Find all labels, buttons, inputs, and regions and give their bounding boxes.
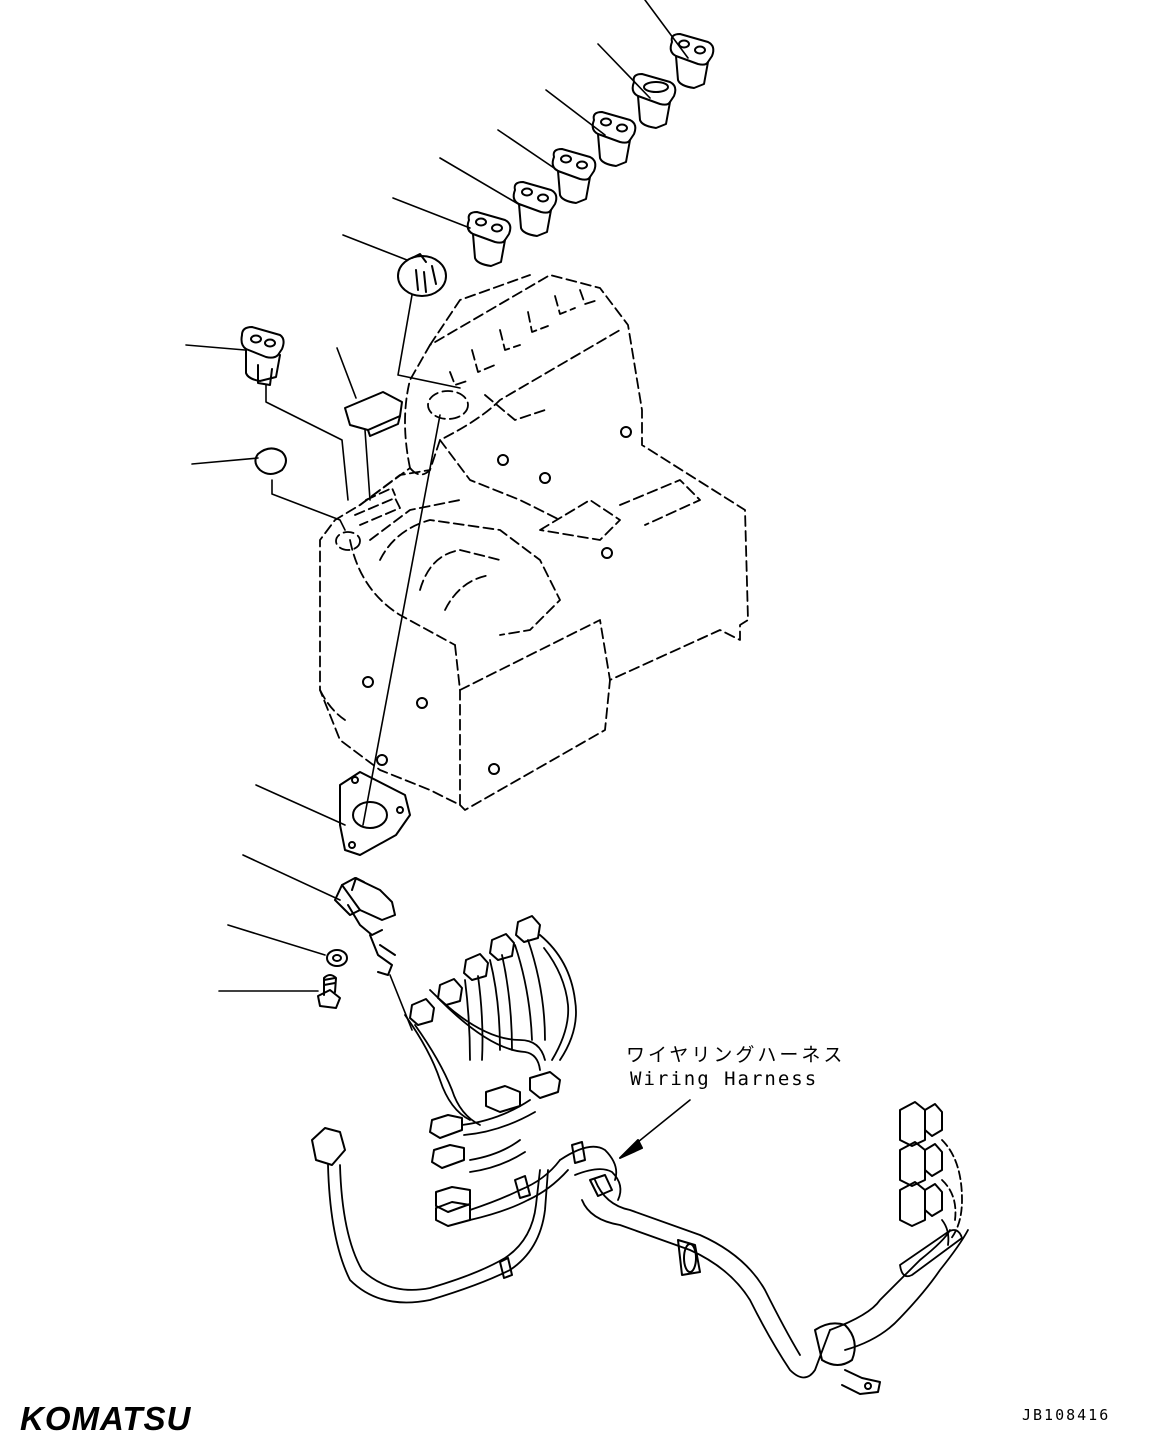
drawing-code: JB108416 xyxy=(1022,1406,1111,1424)
blank-cover xyxy=(344,391,403,437)
switch-5 xyxy=(512,181,558,237)
switch-3 xyxy=(591,111,637,167)
switch-4 xyxy=(551,148,597,204)
washer xyxy=(326,949,348,967)
leader-lines xyxy=(185,0,689,1031)
harness-connectors xyxy=(311,915,943,1227)
console-body xyxy=(319,274,749,811)
left-switch xyxy=(240,326,285,386)
harness-arrow xyxy=(619,1099,691,1159)
harness-clamps xyxy=(499,1141,881,1395)
cap xyxy=(254,447,287,475)
harness-label-english: Wiring Harness xyxy=(630,1068,819,1090)
switch-1 xyxy=(669,33,715,89)
key-switch xyxy=(334,877,396,976)
switch-row xyxy=(466,33,715,267)
brand-logo: KOMATSU xyxy=(20,1400,192,1437)
harness-wires xyxy=(327,934,969,1379)
bolt xyxy=(317,974,341,1009)
console-bolts xyxy=(362,426,632,775)
switch-6 xyxy=(466,211,512,267)
mounting-plate xyxy=(339,771,411,856)
knob xyxy=(397,253,447,297)
harness-label-japanese: ワイヤリングハーネス xyxy=(626,1044,846,1066)
switch-2 xyxy=(631,73,677,129)
